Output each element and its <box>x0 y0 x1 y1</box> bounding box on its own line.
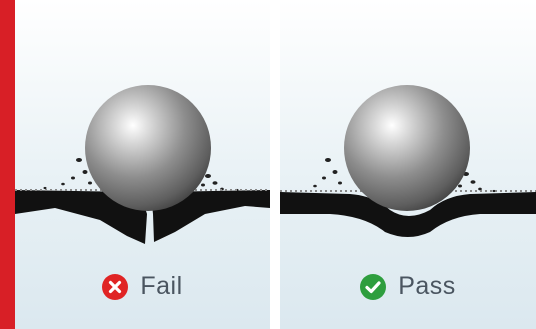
accent-bar <box>0 0 15 329</box>
steel-ball <box>85 85 211 211</box>
check-circle-icon <box>360 274 386 300</box>
pass-panel: Pass <box>280 0 536 329</box>
fail-text: Fail <box>140 272 182 301</box>
x-circle-icon <box>102 274 128 300</box>
fail-panel: Fail <box>15 0 270 329</box>
steel-ball <box>344 85 470 211</box>
pass-text: Pass <box>398 272 456 301</box>
pass-label: Pass <box>280 272 536 301</box>
fail-label: Fail <box>15 272 270 301</box>
